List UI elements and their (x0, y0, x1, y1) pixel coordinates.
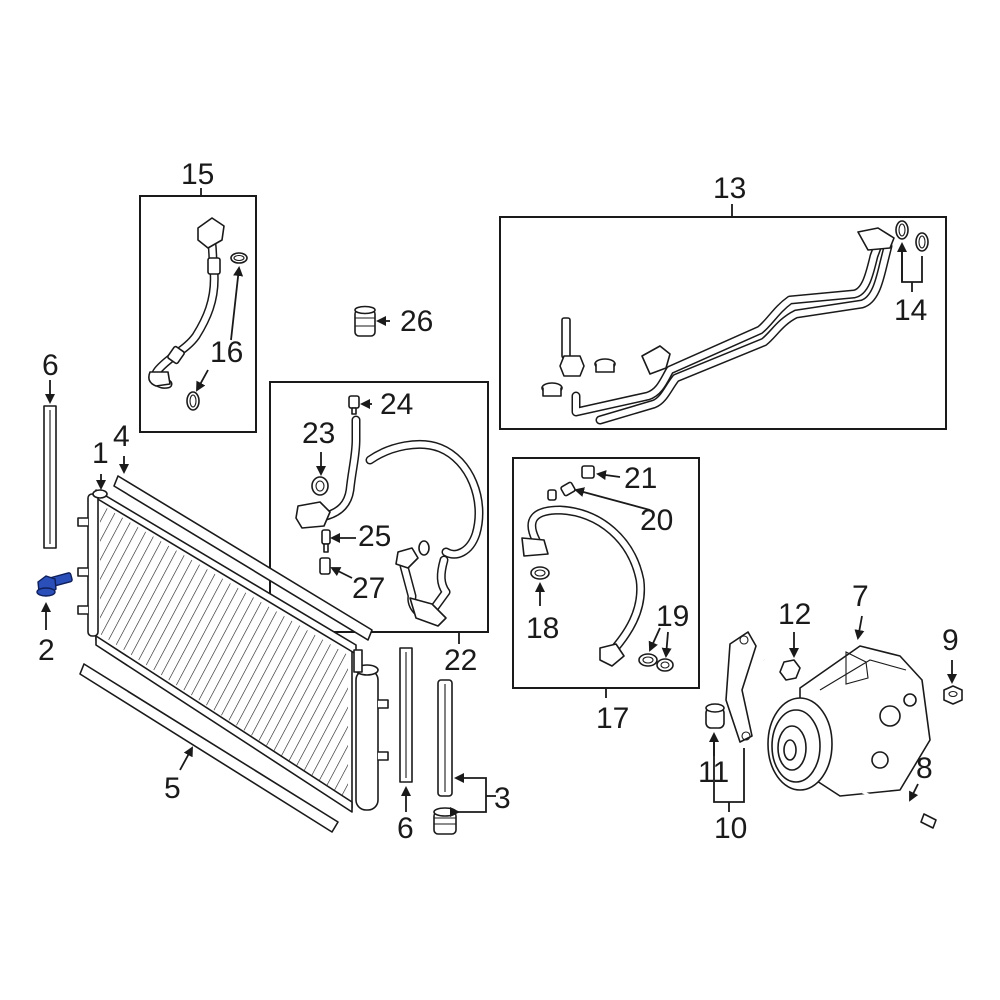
group-box-22 (269, 381, 489, 633)
callout-23: 23 (302, 417, 335, 450)
callout-14: 14 (894, 294, 927, 327)
callout-labels: 15 13 16 26 14 6 24 23 1 4 21 20 25 27 7… (38, 158, 959, 845)
callout-16: 16 (210, 336, 243, 369)
bushing-part-11[interactable] (705, 703, 725, 729)
callout-6-right: 6 (397, 812, 414, 845)
stud-part-8[interactable] (861, 790, 937, 829)
discharge-line-part-22[interactable] (295, 415, 484, 627)
callout-24: 24 (380, 388, 413, 421)
o-ring-part-19-b[interactable] (656, 658, 674, 672)
side-seal-part-6-right[interactable] (399, 647, 413, 783)
callout-21: 21 (624, 462, 657, 495)
o-ring-part-18[interactable] (530, 566, 550, 580)
callout-6-left: 6 (42, 349, 59, 382)
callout-3: 3 (494, 782, 511, 815)
callout-4: 4 (113, 420, 130, 453)
o-ring-part-16-a[interactable] (230, 252, 248, 264)
callout-1: 1 (92, 437, 109, 470)
callout-12: 12 (778, 598, 811, 631)
o-ring-part-23[interactable] (311, 476, 329, 496)
suction-hose-part-15[interactable] (148, 217, 225, 389)
callout-20: 20 (640, 504, 673, 537)
o-ring-part-16-b[interactable] (186, 391, 200, 411)
ac-line-assembly-part-13[interactable] (541, 227, 895, 425)
callout-11: 11 (698, 756, 729, 789)
callout-8: 8 (916, 752, 933, 785)
callout-5: 5 (164, 772, 181, 805)
callout-13: 13 (713, 172, 746, 205)
bolt-part-12[interactable] (763, 658, 801, 681)
callout-15: 15 (181, 158, 214, 191)
valve-core-part-25[interactable] (321, 529, 331, 553)
sensor-part-27[interactable] (319, 557, 331, 575)
callout-9: 9 (942, 624, 959, 657)
o-ring-part-19-a[interactable] (638, 653, 658, 667)
callout-25: 25 (358, 520, 391, 553)
seal-strip-part-5[interactable] (79, 663, 339, 833)
o-ring-part-14-b[interactable] (915, 232, 929, 252)
condenser-part[interactable] (77, 489, 389, 813)
callout-18: 18 (526, 612, 559, 645)
group-box-15 (139, 195, 257, 433)
valve-cap-part-24[interactable] (348, 395, 360, 415)
bracket-part-10[interactable] (725, 631, 757, 743)
o-ring-part-14-a[interactable] (895, 220, 909, 240)
callout-19: 19 (656, 600, 689, 633)
callout-17: 17 (596, 702, 629, 735)
leader-lines (41, 188, 957, 813)
nut-part-9[interactable] (943, 685, 963, 705)
callout-26: 26 (400, 305, 433, 338)
compressor-part-7[interactable] (767, 645, 931, 797)
group-box-13 (499, 216, 947, 430)
callout-27: 27 (352, 572, 385, 605)
liquid-line-part-17[interactable] (521, 489, 646, 667)
o-ring-part-22-small[interactable] (418, 540, 430, 556)
callout-7: 7 (852, 580, 869, 613)
valve-cap-part-21[interactable] (581, 465, 595, 479)
callout-2: 2 (38, 634, 55, 667)
drier-cartridge-part-3[interactable] (433, 679, 457, 835)
valve-core-part-20[interactable] (560, 481, 576, 497)
callout-22: 22 (444, 644, 477, 677)
bolt-part-2[interactable] (36, 572, 73, 597)
side-seal-part-6-left[interactable] (43, 405, 57, 549)
seal-strip-part-4[interactable] (113, 475, 373, 641)
plug-part-26[interactable] (354, 305, 376, 337)
callout-10: 10 (714, 812, 747, 845)
